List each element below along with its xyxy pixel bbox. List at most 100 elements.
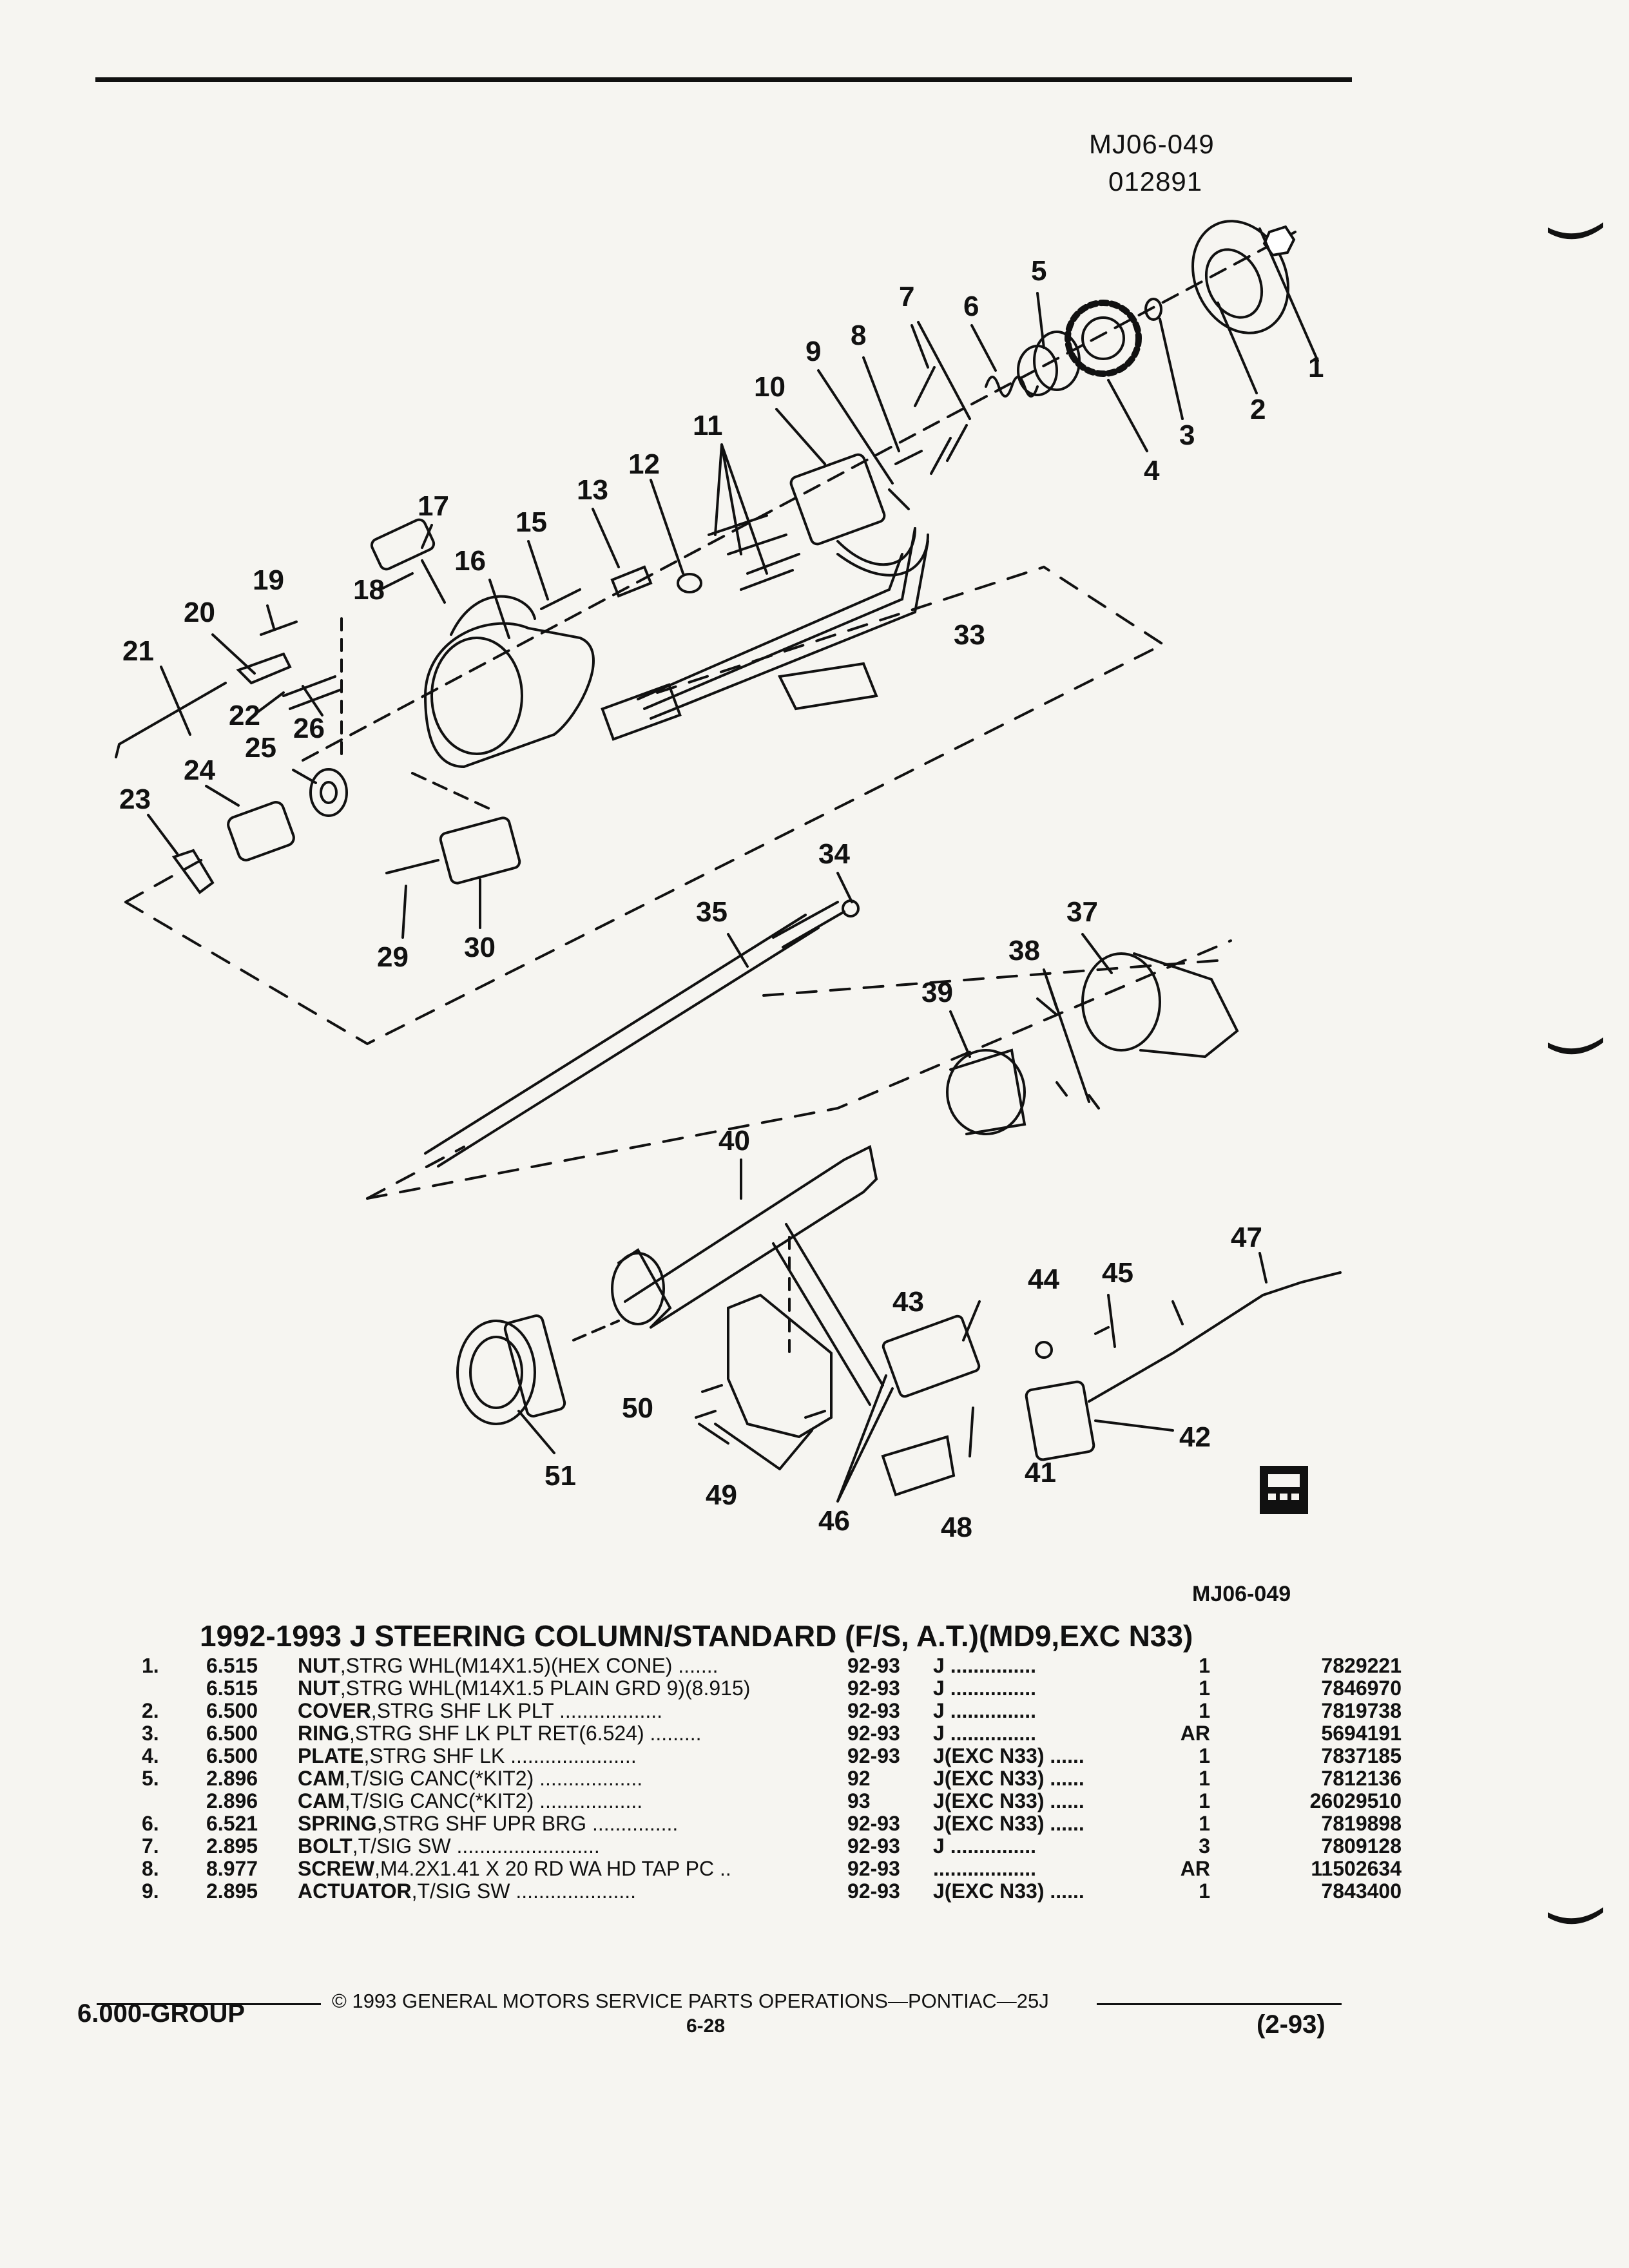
- callout-20: 20: [184, 597, 215, 628]
- callout-49: 49: [706, 1479, 737, 1511]
- part-name: CAM: [298, 1789, 345, 1812]
- callout-40: 40: [718, 1125, 750, 1157]
- part-number: 7819898: [1321, 1812, 1402, 1835]
- binder-clip-mark: [1548, 1907, 1603, 1925]
- group-number: 6.500: [206, 1744, 258, 1767]
- callout-37: 37: [1066, 896, 1098, 928]
- callout-12: 12: [628, 448, 660, 480]
- group-number: 2.895: [206, 1834, 258, 1858]
- part-description: PLATE,STRG SHF LK ......................: [298, 1745, 637, 1767]
- callout-35: 35: [696, 896, 728, 928]
- part-spec: ,T/SIG SW .........................: [352, 1834, 600, 1858]
- model-years: 92-93: [847, 1834, 900, 1858]
- part-name: SCREW: [298, 1857, 375, 1880]
- part-spec: ,T/SIG SW .....................: [411, 1879, 637, 1903]
- callout-42: 42: [1179, 1421, 1211, 1453]
- callout-25: 25: [245, 732, 276, 764]
- model-code: J ...............: [933, 1654, 1037, 1677]
- callout-1: 1: [1308, 352, 1324, 383]
- revision-date: (2-93): [1257, 2010, 1325, 2039]
- callout-22: 22: [229, 700, 260, 731]
- part-number: 7812136: [1321, 1767, 1402, 1790]
- model-code: J(EXC N33) ......: [933, 1767, 1084, 1790]
- quantity: 1: [1199, 1767, 1210, 1790]
- model-years: 92-93: [847, 1744, 900, 1767]
- part-spec: ,STRG WHL(M14X1.5 PLAIN GRD 9)(8.915): [340, 1677, 751, 1700]
- part-number: 5694191: [1321, 1722, 1402, 1745]
- part-spec: ,T/SIG CANC(*KIT2) ..................: [344, 1789, 643, 1812]
- quantity: 1: [1199, 1789, 1210, 1812]
- callout-7: 7: [899, 281, 914, 312]
- model-code: ..................: [933, 1857, 1037, 1880]
- quantity: 1: [1199, 1677, 1210, 1700]
- part-name: SPRING: [298, 1812, 377, 1835]
- part-name: NUT: [298, 1677, 340, 1700]
- model-code: J(EXC N33) ......: [933, 1879, 1084, 1903]
- callout-34: 34: [818, 838, 850, 870]
- model-code: J(EXC N33) ......: [933, 1744, 1084, 1767]
- footer-rule: [97, 2003, 321, 2005]
- part-description: SCREW,M4.2X1.41 X 20 RD WA HD TAP PC ..: [298, 1858, 731, 1880]
- callout-2: 2: [1250, 394, 1266, 425]
- model-code: J ...............: [933, 1834, 1037, 1858]
- top-rule: [95, 77, 1352, 82]
- callout-10: 10: [754, 371, 786, 403]
- item-index: 6.: [142, 1812, 159, 1835]
- callout-16: 16: [454, 545, 486, 577]
- callout-47: 47: [1231, 1222, 1262, 1253]
- part-spec: ,STRG WHL(M14X1.5)(HEX CONE) .......: [340, 1654, 718, 1677]
- part-name: NUT: [298, 1654, 340, 1677]
- part-description: CAM,T/SIG CANC(*KIT2) ..................: [298, 1790, 642, 1812]
- group-number: 8.977: [206, 1857, 258, 1880]
- group-number: 6.515: [206, 1654, 258, 1677]
- item-index: 9.: [142, 1879, 159, 1903]
- part-number: 11502634: [1311, 1857, 1402, 1880]
- part-spec: ,STRG SHF UPR BRG ...............: [376, 1812, 679, 1835]
- group-number: 2.896: [206, 1789, 258, 1812]
- callout-48: 48: [941, 1512, 972, 1543]
- callout-50: 50: [622, 1392, 653, 1424]
- binder-clip-mark: [1548, 1037, 1603, 1055]
- page-number: 6-28: [686, 2015, 726, 2037]
- group-number: 6.500: [206, 1699, 258, 1722]
- callout-51: 51: [545, 1460, 576, 1492]
- callout-4: 4: [1144, 455, 1160, 486]
- callout-5: 5: [1031, 255, 1046, 287]
- callout-30: 30: [464, 932, 496, 963]
- callout-6: 6: [963, 291, 979, 322]
- quantity: 1: [1199, 1879, 1210, 1903]
- model-years: 92-93: [847, 1879, 900, 1903]
- group-label: 6.000-GROUP: [77, 1999, 246, 2028]
- callout-15: 15: [516, 506, 547, 538]
- callout-24: 24: [184, 754, 215, 786]
- quantity: 1: [1199, 1812, 1210, 1835]
- part-number: 26029510: [1309, 1789, 1402, 1812]
- quantity: 1: [1199, 1699, 1210, 1722]
- binder-clip-mark: [1548, 222, 1603, 240]
- model-code: J ...............: [933, 1699, 1037, 1722]
- part-spec: ,M4.2X1.41 X 20 RD WA HD TAP PC ..: [374, 1857, 731, 1880]
- callout-44: 44: [1028, 1264, 1059, 1295]
- callout-41: 41: [1025, 1457, 1056, 1488]
- model-years: 92-93: [847, 1812, 900, 1835]
- part-name: PLATE: [298, 1744, 364, 1767]
- steering-column-exploded-diagram: 1 2 3 4 5 6 7 8 9 10 11 12 13 15 16 17 1…: [115, 220, 1342, 1543]
- item-index: 4.: [142, 1744, 159, 1767]
- callout-38: 38: [1008, 935, 1040, 966]
- item-index: 5.: [142, 1767, 159, 1790]
- group-number: 6.515: [206, 1677, 258, 1700]
- callout-26: 26: [293, 713, 325, 744]
- quantity: 3: [1199, 1834, 1210, 1858]
- group-number: 6.500: [206, 1722, 258, 1745]
- part-name: BOLT: [298, 1834, 352, 1858]
- callout-13: 13: [577, 474, 608, 506]
- part-description: ACTUATOR,T/SIG SW .....................: [298, 1880, 636, 1903]
- part-description: NUT,STRG WHL(M14X1.5 PLAIN GRD 9)(8.915): [298, 1677, 750, 1700]
- group-number: 2.896: [206, 1767, 258, 1790]
- part-number: 7837185: [1321, 1744, 1402, 1767]
- part-number: 7846970: [1321, 1677, 1402, 1700]
- callout-9: 9: [805, 336, 821, 367]
- part-description: SPRING,STRG SHF UPR BRG ...............: [298, 1812, 678, 1835]
- callout-23: 23: [119, 783, 151, 815]
- part-name: CAM: [298, 1767, 345, 1790]
